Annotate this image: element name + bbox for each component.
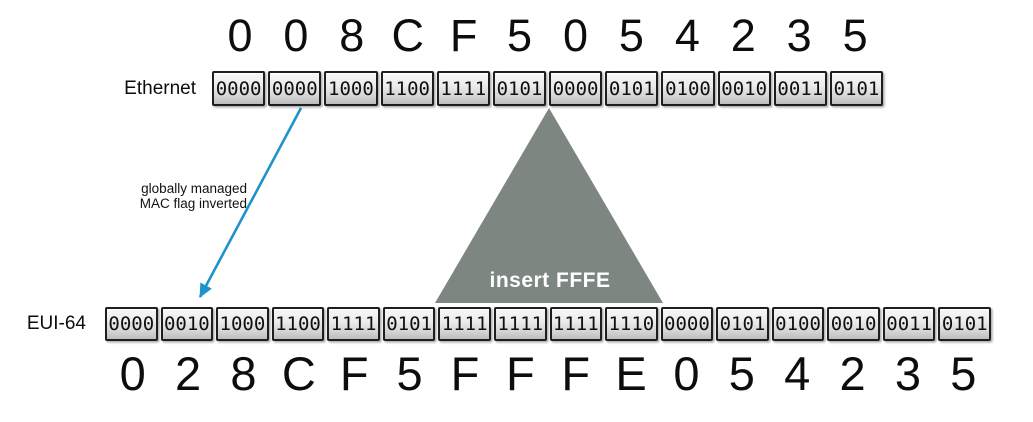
eui64-nibble-cell: 0010 (827, 307, 880, 341)
eui64-nibble-cell: 0000 (660, 307, 714, 341)
ethernet-nibble-cell: 0000 (549, 71, 603, 106)
ethernet-nibble-cell: 0000 (268, 71, 322, 106)
eui64-hex-digit: F (505, 347, 535, 400)
ethernet-nibble-cell: 0010 (717, 71, 771, 106)
eui64-hex-digit: F (450, 347, 480, 400)
eui64-hex-digit: C (281, 347, 316, 400)
eui64-nibble-cell: 0101 (716, 307, 769, 341)
eui64-nibble-cell: 1000 (216, 307, 269, 341)
eui64-nibble-cell: 1111 (438, 307, 491, 341)
eui64-label: EUI-64 (26, 313, 86, 334)
ethernet-nibble-cell: 0000 (212, 71, 266, 106)
eui64-nibble-cell: 1100 (271, 307, 325, 341)
eui64-nibble-cell: 1111 (327, 307, 380, 341)
ethernet-hex-digit: C (391, 10, 424, 61)
ethernet-hex-digit: 2 (730, 10, 756, 61)
eui64-hex-digit: F (561, 347, 591, 400)
ethernet-hex-digit: 3 (786, 10, 812, 61)
annotation-line-2: MAC flag inverted (139, 196, 247, 211)
eui64-nibble-cell: 1111 (493, 307, 547, 341)
ethernet-nibble-cell: 0100 (661, 71, 715, 106)
ethernet-nibble-cell: 1000 (324, 71, 378, 106)
eui64-hex-digit: 2 (839, 347, 866, 400)
ethernet-hex-digit: 0 (227, 10, 253, 61)
eui64-hex-digit: E (615, 347, 647, 400)
ethernet-hex-digit: 8 (339, 10, 365, 61)
ethernet-label: Ethernet (124, 78, 196, 99)
ethernet-nibble-cell: 0101 (829, 71, 884, 106)
ethernet-nibble-cell: 1111 (436, 71, 490, 106)
eui64-hex-digit: 5 (950, 347, 977, 400)
eui64-nibble-cell: 1110 (605, 307, 658, 341)
ethernet-hex-digit: 0 (562, 10, 588, 61)
eui64-hex-digit: 8 (230, 347, 257, 400)
ethernet-hex-digit: 5 (842, 10, 868, 61)
annotation-line-1: globally managed (141, 181, 247, 196)
insert-fffe-label: insert FFFE (489, 269, 611, 292)
ethernet-nibble-cell: 0011 (773, 71, 827, 106)
eui64-hex-digit: F (339, 347, 369, 400)
ethernet-hex-digit: 0 (283, 10, 309, 61)
eui64-nibble-cell: 0000 (105, 307, 158, 341)
eui64-nibble-cell: 0010 (160, 307, 214, 341)
eui64-nibble-cell: 0101 (938, 307, 991, 341)
eui64-hex-digit: 5 (396, 347, 423, 400)
ethernet-nibble-cell: 1100 (380, 71, 434, 106)
eui64-hex-digit: 3 (894, 347, 921, 400)
ethernet-hex-digit: 5 (507, 10, 533, 61)
ethernet-nibble-cell: 0101 (492, 71, 547, 106)
ethernet-nibble-cell: 0101 (605, 71, 659, 106)
ethernet-hex-digit: 5 (618, 10, 644, 61)
eui64-hex-digit: 2 (174, 347, 202, 400)
ethernet-hex-digit: 4 (674, 10, 700, 61)
mac-flag-annotation: globally managed MAC flag inverted (0, 181, 247, 211)
eui64-nibble-cell: 0100 (771, 307, 825, 341)
eui64-hex-digit: 5 (728, 347, 755, 400)
eui64-nibble-cell: 1111 (549, 307, 603, 341)
eui64-hex-digit: 0 (673, 347, 700, 400)
eui64-nibble-cell: 0101 (382, 307, 436, 341)
ethernet-hex-digit: F (449, 10, 478, 61)
eui64-nibble-cell: 0011 (882, 307, 936, 341)
eui64-hex-digit: 0 (119, 347, 146, 400)
eui64-hex-digit: 4 (784, 347, 811, 400)
